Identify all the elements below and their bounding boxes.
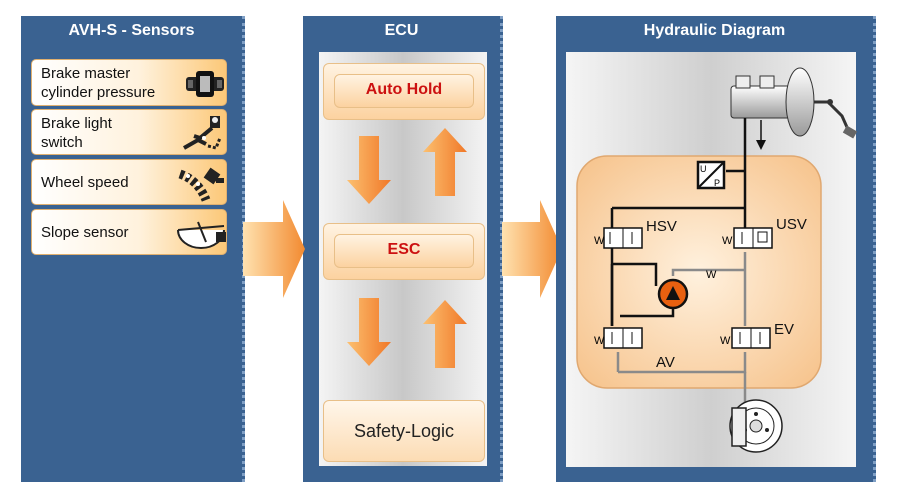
av-valve: W <box>594 327 643 349</box>
sensor-label-line1: Brake master <box>41 65 131 82</box>
slope-sensor-icon <box>177 221 226 249</box>
svg-text:W: W <box>722 235 733 247</box>
ev-valve: W <box>720 327 771 349</box>
arrow-down-icon <box>347 136 391 204</box>
ev-label: EV <box>774 321 795 338</box>
auto-hold-inner <box>334 74 474 108</box>
sensor-label-line2: switch <box>41 134 83 151</box>
hsv-valve: W <box>594 227 643 249</box>
sensor-brake-master-cylinder: Brake master cylinder pressure <box>31 59 227 106</box>
hydraulic-panel: Hydraulic Diagram <box>556 16 876 482</box>
svg-text:W: W <box>706 269 717 281</box>
sensor-label-line1: Slope sensor <box>41 224 129 241</box>
arrow-right-icon <box>502 200 562 298</box>
sensor-letter-u: U <box>700 164 707 174</box>
svg-text:W: W <box>594 335 605 347</box>
svg-text:W: W <box>720 335 731 347</box>
usv-spring: W <box>722 235 733 247</box>
pressure-sensor-symbol <box>696 160 726 190</box>
hydraulic-panel-title: Hydraulic Diagram <box>643 22 786 39</box>
arrow-up-icon <box>423 128 467 196</box>
pedal-switch-icon <box>183 116 222 150</box>
av-label: AV <box>656 354 675 371</box>
svg-text:W: W <box>594 235 605 247</box>
sensors-panel-title: AVH-S - Sensors <box>68 22 195 39</box>
sensor-slope: Slope sensor <box>31 209 227 255</box>
sensor-wheel-speed: Wheel speed <box>31 159 227 205</box>
arrow-down-icon <box>347 298 391 366</box>
auto-hold-block: Auto Hold <box>323 63 485 120</box>
usv-label: USV <box>776 216 807 233</box>
wheel-speed-sensor-icon <box>178 167 224 202</box>
ecu-panel: ECU Auto Hold ESC Safety-Logic <box>303 16 503 482</box>
arrow-up-icon <box>423 300 467 368</box>
brake-disc-icon <box>729 399 783 453</box>
sensor-label-line1: Brake light <box>41 115 112 132</box>
pump-icon <box>657 278 689 310</box>
esc-block: ESC <box>323 223 485 280</box>
hydraulic-unit <box>576 155 822 389</box>
hydraulic-diagram: U P W W W <box>576 67 858 453</box>
ecu-panel-title: ECU <box>384 22 419 39</box>
sensor-label-line1: Wheel speed <box>41 174 129 191</box>
sensors-panel: AVH-S - Sensors Brake master cylinder pr… <box>21 16 245 482</box>
esc-inner <box>334 234 474 268</box>
auto-hold-label: Auto Hold <box>365 81 443 98</box>
accumulator-spring: W <box>706 269 717 281</box>
sensor-brake-light-switch: Brake light switch <box>31 109 227 155</box>
arrow-right-icon <box>243 200 305 298</box>
esc-label: ESC <box>387 241 421 258</box>
sensor-letter-p: P <box>714 178 720 188</box>
hsv-label: HSV <box>646 218 677 235</box>
master-cylinder-icon <box>730 67 858 139</box>
usv-valve <box>733 227 773 249</box>
safety-logic-label: Safety-Logic <box>353 421 455 441</box>
sensor-label-line2: cylinder pressure <box>41 84 156 101</box>
safety-logic-block: Safety-Logic <box>323 400 485 462</box>
pressure-sensor-icon <box>186 71 224 97</box>
